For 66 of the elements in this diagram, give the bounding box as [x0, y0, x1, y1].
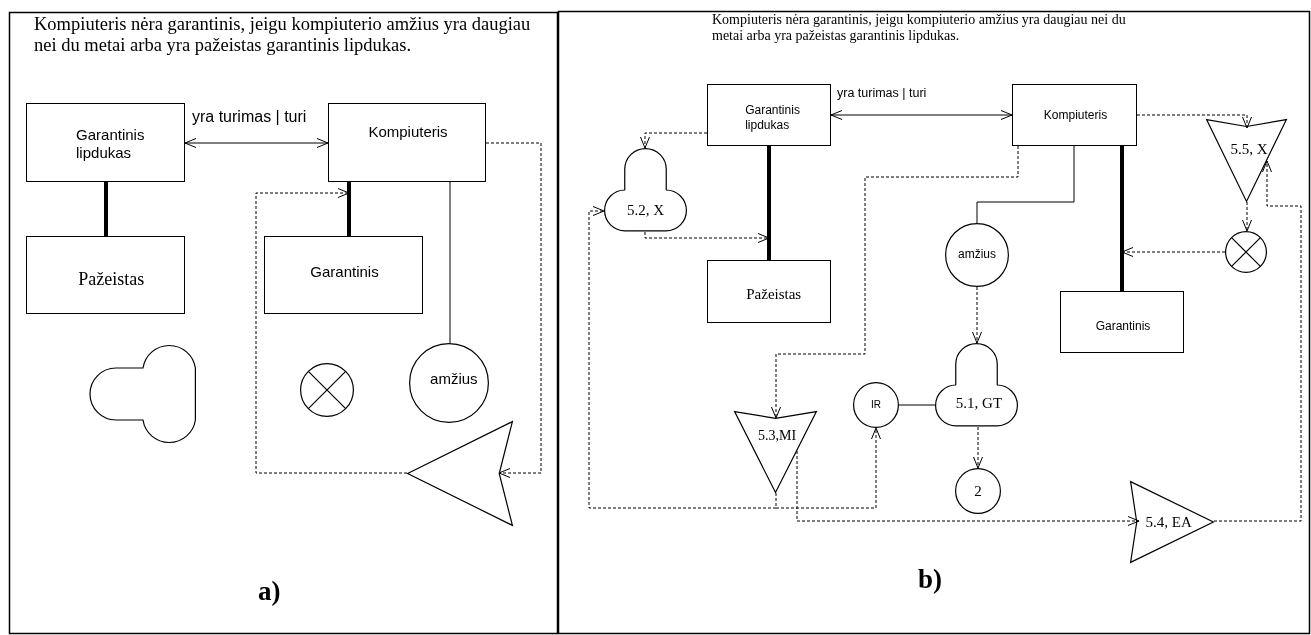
attribute-circle	[945, 223, 1009, 287]
connector-line	[973, 426, 983, 469]
connector-line	[347, 182, 351, 236]
connector-line	[1213, 160, 1302, 522]
panel-caption: a)	[258, 578, 281, 605]
node-label: Pažeistas	[78, 269, 145, 291]
connector-line	[1136, 114, 1252, 129]
node-label: 5.2, X	[626, 201, 665, 220]
node-label: amžius	[430, 370, 478, 388]
node-label: Garantinis	[1095, 318, 1151, 334]
connector-line	[485, 142, 542, 478]
description-text: Kompiuteris nėra garantinis, jeigu kompiuterio amžius yra daugiau nei du metai arba yra pažeistas garantinis lipdukas.	[34, 14, 532, 57]
entity-box	[26, 103, 185, 182]
node-label: Kompiuteris	[368, 123, 448, 142]
connector-line	[1121, 247, 1226, 257]
node-label: 5.3,MI	[758, 427, 797, 444]
connector-line	[184, 138, 329, 148]
connector-line	[976, 145, 1075, 224]
node-label: Garantinis lipdukas	[76, 125, 146, 162]
connector-line	[449, 181, 451, 344]
node-label: 5.4, EA	[1145, 513, 1192, 531]
entity-box	[328, 103, 486, 182]
triangle-shape	[1130, 481, 1214, 563]
connector-line	[796, 450, 1140, 526]
cross-circle-symbol	[300, 363, 354, 417]
cloud-shape	[935, 343, 1018, 427]
connector-circle	[955, 468, 1001, 514]
cross-circle-symbol	[1225, 231, 1267, 273]
connector-line	[767, 146, 771, 260]
entity-box	[1060, 291, 1184, 353]
connector-line	[972, 286, 982, 344]
entity-box	[26, 236, 185, 314]
node-label: 5.5, X	[1230, 139, 1268, 158]
entity-box	[1012, 84, 1137, 146]
connector-line	[898, 404, 936, 406]
node-label: amžius	[958, 246, 996, 261]
connector-line	[104, 182, 108, 236]
connector-line	[588, 206, 777, 509]
node-label: Garantinis	[310, 263, 379, 282]
description-text: Kompiuteris nėra garantinis, jeigu kompiuterio amžius yra daugiau nei du metai arba yra pažeistas garantinis lipdukas.	[712, 12, 1127, 45]
edge-label: yra turimas | turi	[837, 87, 927, 101]
node-label: Pažeistas	[746, 284, 802, 303]
cloud-shape	[604, 148, 687, 232]
connector-line	[1120, 146, 1124, 291]
triangle-shape	[734, 411, 817, 493]
connector-line	[775, 427, 881, 509]
node-label: Garantinis lipdukas	[745, 102, 801, 132]
connector-line	[1242, 201, 1252, 232]
entity-box	[707, 84, 831, 146]
node-label: 5.1, GT	[955, 394, 1003, 413]
connector-line	[771, 145, 1019, 419]
node-label: Kompiuteris	[1043, 107, 1108, 122]
panel-caption: b)	[918, 566, 942, 593]
attribute-circle	[409, 343, 489, 423]
entity-box	[264, 236, 423, 314]
edge-label: yra turimas | turi	[192, 108, 307, 126]
triangle-shape	[1206, 119, 1287, 202]
connector-line	[830, 110, 1013, 120]
triangle-shape	[407, 421, 513, 526]
connector-line	[255, 188, 408, 474]
node-label: IR	[871, 399, 881, 411]
connector-line	[640, 132, 708, 149]
entity-box	[707, 260, 831, 323]
connector-line	[644, 231, 770, 243]
node-label: 2	[974, 482, 982, 500]
connector-circle	[853, 382, 899, 428]
